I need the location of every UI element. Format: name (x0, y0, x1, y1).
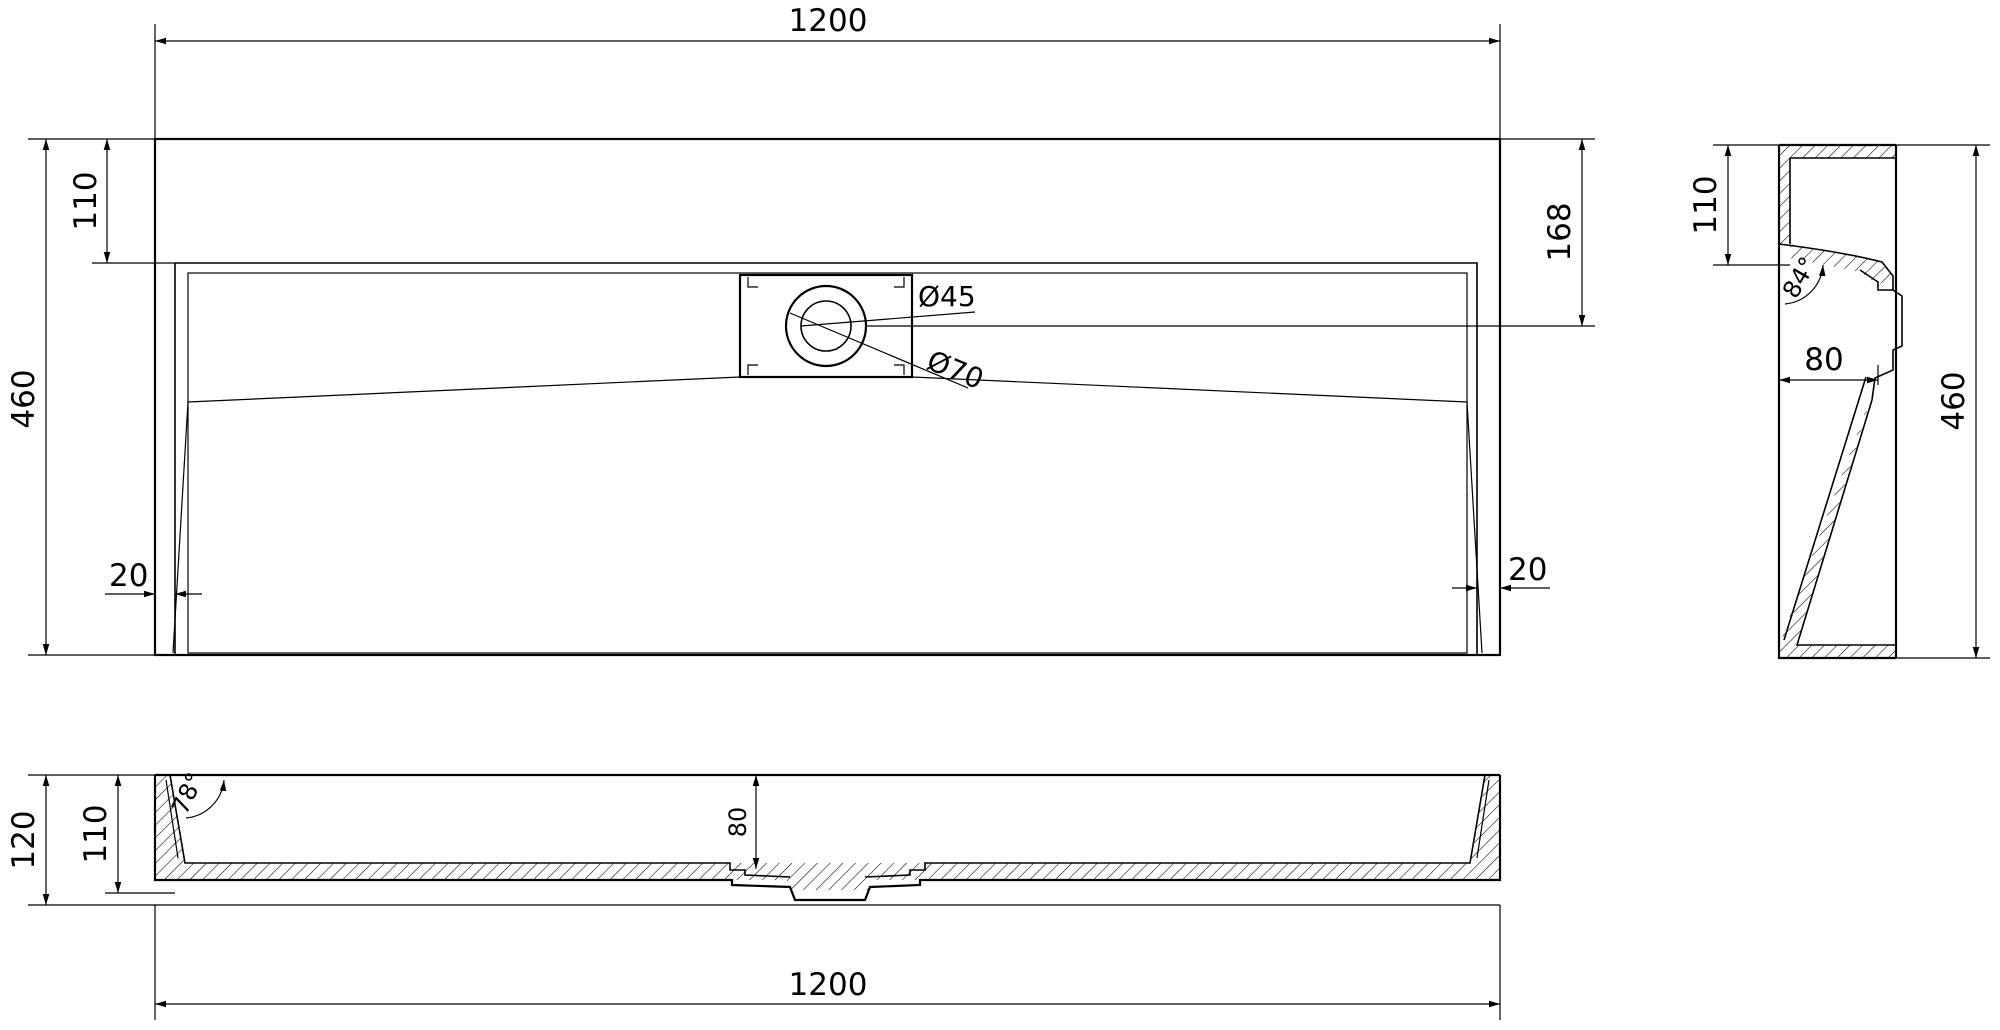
front-drain-depth-label: 80 (724, 807, 752, 838)
rim-line (175, 262, 1478, 655)
drain-offset-label: 168 (1542, 202, 1578, 261)
wall-right-label: 20 (1508, 552, 1547, 588)
dia70-leader (789, 312, 969, 389)
dia45-leader (800, 311, 976, 327)
dia70-label: Ø70 (922, 344, 988, 396)
side-taper-left (172, 401, 189, 654)
top-width-label: 1200 (789, 3, 868, 39)
front-outline (153, 775, 1502, 902)
wall-left-label: 20 (109, 558, 148, 594)
front-angle-arc (185, 779, 227, 819)
side-drain-profile (1795, 289, 1903, 646)
side-outline (1777, 143, 1896, 660)
drain-outer-circle (784, 284, 868, 368)
front-inner-height-label: 110 (78, 804, 114, 863)
slope-line-left (187, 376, 741, 403)
drain-box-corners (747, 277, 905, 375)
front-width-label: 1200 (789, 967, 868, 1003)
drain-inner-circle (800, 300, 852, 352)
side-hatch-slope (1779, 380, 1877, 645)
front-inner-profile (169, 774, 1486, 878)
side-hatch-top (1779, 145, 1896, 244)
front-hatch (155, 775, 1500, 890)
front-wall-line-right (1476, 779, 1490, 859)
side-hatch-bottom (1779, 645, 1896, 658)
front-height-label: 120 (6, 810, 42, 869)
dia45-label: Ø45 (918, 280, 976, 313)
bowl-inner-edge (187, 272, 1468, 654)
slope-line-right (911, 376, 1468, 403)
top-view: Ø45 Ø70 1200 460 110 168 20 20 (6, 3, 1595, 657)
front-wall-line-left (165, 779, 179, 859)
side-slope-inner (1783, 376, 1867, 641)
side-top-label: 110 (1688, 175, 1724, 234)
side-view: 110 84° 80 460 (1688, 143, 1990, 660)
side-taper-right (1466, 401, 1483, 654)
top-depth-label: 460 (6, 369, 42, 428)
side-angle-arc (1784, 264, 1826, 305)
side-bracket-label: 80 (1804, 342, 1843, 378)
side-inner-top (1789, 157, 1896, 244)
back-offset-label: 110 (68, 171, 104, 230)
front-view: 120 110 80 78° 1200 (6, 768, 1502, 1020)
basin-outline (153, 137, 1502, 657)
side-depth-label: 460 (1936, 371, 1972, 430)
